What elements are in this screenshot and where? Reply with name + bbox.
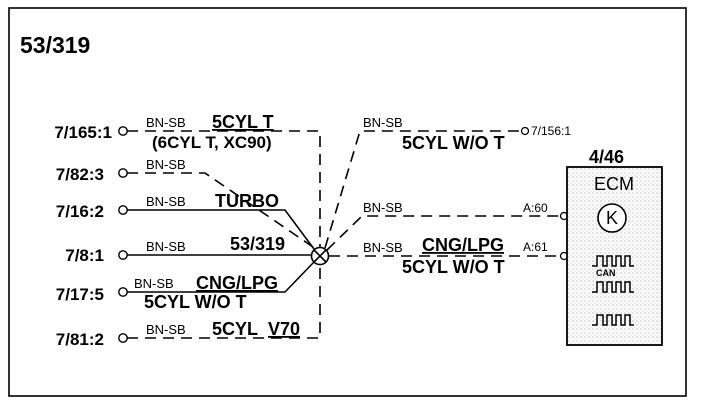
ecm-control-unit-icon [597,203,627,233]
wire-color-label: BN-SB [146,322,186,337]
variant-cng-lpg-right: CNG/LPG [422,235,504,255]
diagram-title: 53/319 [20,32,90,58]
variant-6cyl-t-xc90: (6CYL T, XC90) [152,133,272,152]
connector-7-82-3: 7/82:3 [56,165,104,184]
diagram-frame [8,7,687,397]
terminal-7-8-1 [118,250,128,260]
signal-waveform-icon [592,314,634,326]
variant-5cyl: 5CYL [212,319,258,339]
wire-7-17-5 [127,261,315,293]
connector-7-156-1: 7/156:1 [531,124,571,138]
pin-a60-label: A:60 [523,201,548,215]
wire-color-label: BN-SB [363,200,403,215]
terminal-7-156-1 [520,126,530,136]
terminal-7-82-3 [118,168,128,178]
wire-7-156-1 [324,130,521,249]
connector-7-165-1: 7/165:1 [54,123,112,142]
terminal-7-16-2 [118,205,128,215]
wire-ecm-a60 [326,215,564,251]
wire-7-16-2 [127,209,315,250]
variant-5cyl-t: 5CYL T [212,112,274,132]
wire-7-82-3 [127,172,314,248]
ecm-symbol: K [606,208,618,228]
wire-color-label: BN-SB [363,240,403,255]
can-low-waveform-icon [592,281,634,293]
variant-5cyl-wo-t-right: 5CYL W/O T [402,257,505,277]
connector-7-17-5: 7/17:5 [56,285,104,304]
can-label: CAN [596,268,616,278]
ecm-module [566,166,663,346]
terminal-7-81-2 [118,333,128,343]
wire-7-81-2 [127,265,321,339]
variant-turbo: TURBO [215,191,279,211]
variant-cng-lpg: CNG/LPG [196,273,278,293]
terminal-7-17-5 [118,287,128,297]
pin-a61-label: A:61 [523,240,548,254]
connector-7-16-2: 7/16:2 [56,202,104,221]
wire-color-label: BN-SB [146,115,186,130]
wire-color-label: BN-SB [146,157,186,172]
variant-5cyl-wo-t-top: 5CYL W/O T [402,133,505,153]
connector-7-8-1: 7/8:1 [65,246,104,265]
terminal-7-165-1 [118,126,128,136]
variant-v70: V70 [268,319,300,339]
connector-7-81-2: 7/81:2 [56,330,104,349]
wire-color-label: BN-SB [146,194,186,209]
wire-7-165-1 [127,130,321,247]
wire-color-label: BN-SB [363,115,403,130]
ecm-name: ECM [594,174,634,194]
ecm-id: 4/46 [589,147,624,167]
variant-5cyl-wo-t: 5CYL W/O T [144,292,247,312]
can-high-waveform-icon [592,255,634,267]
wire-color-label: BN-SB [134,276,174,291]
splice-label: 53/319 [230,234,285,254]
wire-color-label: BN-SB [146,239,186,254]
splice-point-icon [310,246,330,266]
